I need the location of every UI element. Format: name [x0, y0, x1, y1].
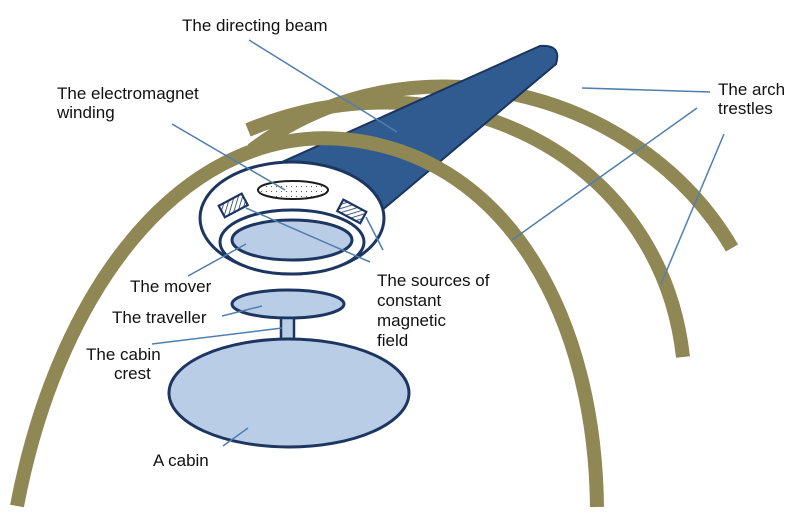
leader-arch-1	[581, 87, 711, 93]
mover	[230, 218, 354, 262]
cabin	[167, 337, 411, 449]
leader-lines	[151, 39, 725, 447]
leader-traveller	[221, 305, 263, 317]
label-mover: The mover	[130, 277, 212, 296]
leader-arch-3	[660, 133, 725, 285]
electromagnet-winding	[257, 180, 329, 200]
arch-trestle-middle	[245, 95, 690, 358]
leader-mover	[187, 243, 247, 277]
label-electromagnet-winding-1: The electromagnet	[57, 84, 199, 103]
label-cabin-crest-1: The cabin	[86, 345, 161, 364]
leader-directing-beam	[248, 39, 398, 133]
magnetic-source-left	[217, 192, 250, 219]
leader-arch-2	[511, 107, 698, 241]
label-electromagnet-winding-2: winding	[56, 103, 115, 122]
label-cabin: A cabin	[153, 451, 209, 470]
cabin-crest	[279, 316, 296, 342]
label-sources-1: The sources of	[377, 271, 490, 290]
arch-trestle-front	[10, 131, 604, 508]
label-directing-beam: The directing beam	[182, 16, 328, 35]
magnetic-source-right	[335, 198, 368, 225]
leader-sources-2	[365, 216, 384, 251]
label-sources-3: magnetic	[377, 311, 446, 330]
label-arch-trestles-1: The arch	[718, 80, 785, 99]
label-traveller: The traveller	[112, 308, 207, 327]
traveller	[230, 288, 346, 320]
mover-housing	[198, 160, 386, 276]
label-arch-trestles-2: trestles	[718, 99, 773, 118]
leader-sources-1	[245, 207, 371, 263]
label-sources-2: constant	[377, 291, 442, 310]
leader-cabin-crest	[151, 327, 283, 345]
leader-electromagnet-winding	[171, 123, 286, 191]
leader-cabin	[222, 427, 249, 447]
label-cabin-crest-2: crest	[114, 364, 151, 383]
label-sources-4: field	[377, 331, 408, 350]
